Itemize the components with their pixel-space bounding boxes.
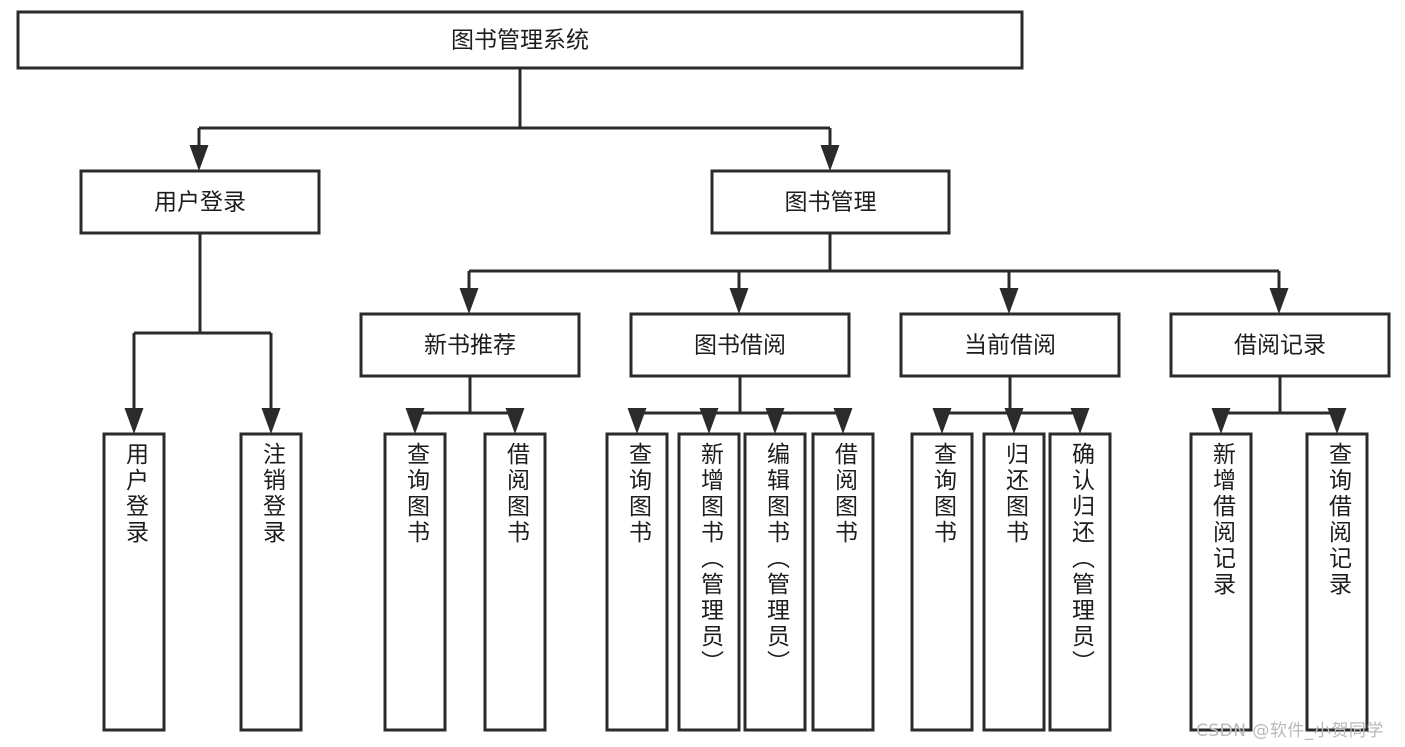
node-box-user-login[interactable] xyxy=(79,169,321,235)
connector-root-to-level2 xyxy=(189,68,840,171)
node-box-book-manage[interactable] xyxy=(710,169,951,235)
node-box-leaf-query-book-cur[interactable] xyxy=(910,432,974,732)
node-leaf-add-borrow-record[interactable] xyxy=(1189,432,1253,732)
node-box-leaf-add-book-admin[interactable] xyxy=(677,432,741,732)
arrow-head-icon xyxy=(833,408,853,434)
node-box-leaf-query-borrow-record[interactable] xyxy=(1305,432,1369,732)
node-box-borrow-record[interactable] xyxy=(1169,312,1391,378)
connector-bookmanage-to-level3 xyxy=(459,233,1289,314)
node-leaf-user-login[interactable] xyxy=(102,432,166,732)
node-root[interactable]: 图书管理系统 xyxy=(16,10,1024,70)
node-new-book-rec[interactable]: 新书推荐 xyxy=(359,312,581,378)
node-label-current-borrow: 当前借阅 xyxy=(964,333,1056,359)
node-label-user-login: 用户登录 xyxy=(154,190,246,216)
connector-newbookrec-to-leaves xyxy=(405,376,525,434)
node-leaf-edit-book-admin[interactable] xyxy=(743,432,807,732)
arrow-head-icon xyxy=(261,408,281,434)
arrow-head-icon xyxy=(124,408,144,434)
node-box-leaf-user-login[interactable] xyxy=(102,432,166,732)
node-box-root[interactable] xyxy=(16,10,1024,70)
arrow-head-icon xyxy=(1269,288,1289,314)
node-label-root: 图书管理系统 xyxy=(451,28,589,54)
node-book-borrow[interactable]: 图书借阅 xyxy=(629,312,851,378)
node-leaf-confirm-return-admin[interactable] xyxy=(1048,432,1112,732)
node-borrow-record[interactable]: 借阅记录 xyxy=(1169,312,1391,378)
node-user-login[interactable]: 用户登录 xyxy=(79,169,321,235)
node-box-new-book-rec[interactable] xyxy=(359,312,581,378)
connector-currentborrow-to-leaves xyxy=(932,376,1090,434)
node-box-leaf-user-logout[interactable] xyxy=(239,432,303,732)
node-box-leaf-borrow-book-rec[interactable] xyxy=(483,432,547,732)
node-leaf-add-book-admin[interactable] xyxy=(677,432,741,732)
node-label-book-borrow: 图书借阅 xyxy=(694,333,786,359)
node-label-new-book-rec: 新书推荐 xyxy=(424,333,516,359)
arrow-head-icon xyxy=(505,408,525,434)
node-leaf-user-logout[interactable] xyxy=(239,432,303,732)
node-leaf-borrow-book[interactable] xyxy=(811,432,875,732)
node-box-leaf-return-book[interactable] xyxy=(982,432,1046,732)
arrow-head-icon xyxy=(932,408,952,434)
node-box-leaf-query-book-rec[interactable] xyxy=(383,432,447,732)
node-box-leaf-add-borrow-record[interactable] xyxy=(1189,432,1253,732)
arrow-head-icon xyxy=(405,408,425,434)
arrow-head-icon xyxy=(1070,408,1090,434)
arrow-head-icon xyxy=(1327,408,1347,434)
node-leaf-query-borrow-record[interactable] xyxy=(1305,432,1369,732)
node-box-leaf-borrow-book[interactable] xyxy=(811,432,875,732)
node-box-leaf-confirm-return-admin[interactable] xyxy=(1048,432,1112,732)
node-box-leaf-query-book-borrow[interactable] xyxy=(605,432,669,732)
connector-userlogin-to-leaves xyxy=(124,233,281,434)
arrow-head-icon xyxy=(820,145,840,171)
node-box-book-borrow[interactable] xyxy=(629,312,851,378)
node-box-current-borrow[interactable] xyxy=(899,312,1121,378)
connector-borrowrecord-to-leaves xyxy=(1211,376,1347,434)
arrow-head-icon xyxy=(999,288,1019,314)
arrow-head-icon xyxy=(1004,408,1024,434)
arrow-head-icon xyxy=(189,145,209,171)
node-current-borrow[interactable]: 当前借阅 xyxy=(899,312,1121,378)
arrow-head-icon xyxy=(729,288,749,314)
arrow-head-icon xyxy=(1211,408,1231,434)
node-label-book-manage: 图书管理 xyxy=(785,190,877,216)
node-label-borrow-record: 借阅记录 xyxy=(1234,333,1326,359)
node-book-manage[interactable]: 图书管理 xyxy=(710,169,951,235)
node-leaf-borrow-book-rec[interactable] xyxy=(483,432,547,732)
node-leaf-query-book-cur[interactable] xyxy=(910,432,974,732)
connector-bookborrow-to-leaves xyxy=(627,376,853,434)
arrow-head-icon xyxy=(699,408,719,434)
node-box-leaf-edit-book-admin[interactable] xyxy=(743,432,807,732)
arrow-head-icon xyxy=(627,408,647,434)
node-leaf-query-book-rec[interactable] xyxy=(383,432,447,732)
node-leaf-query-book-borrow[interactable] xyxy=(605,432,669,732)
arrow-head-icon xyxy=(765,408,785,434)
arrow-head-icon xyxy=(459,288,479,314)
node-leaf-return-book[interactable] xyxy=(982,432,1046,732)
csdn-watermark: CSDN @软件_小贺同学 xyxy=(1196,721,1384,741)
